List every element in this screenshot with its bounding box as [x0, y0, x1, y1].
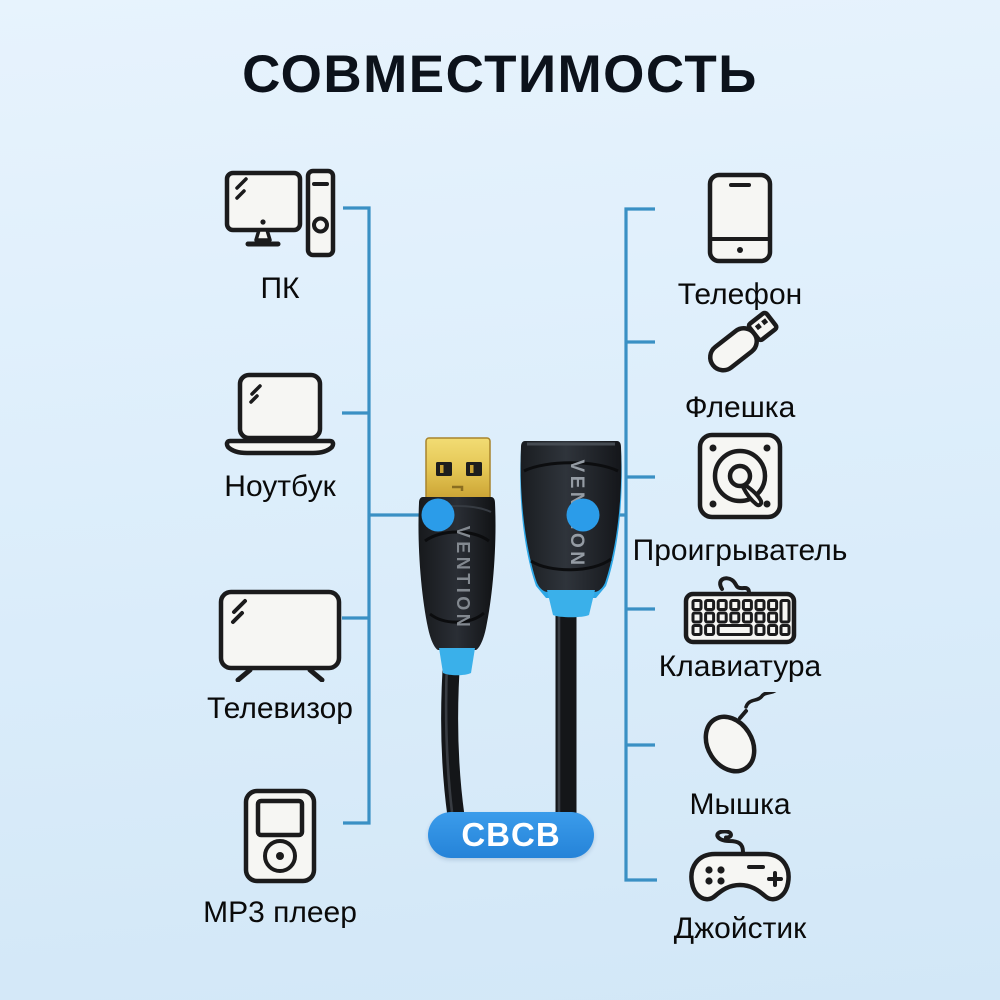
- device-laptop: Ноутбук: [195, 372, 365, 503]
- tv-icon: [218, 589, 342, 682]
- device-label: Клавиатура: [658, 650, 822, 683]
- device-label: Флешка: [684, 391, 796, 424]
- device-player: Проигрыватель: [632, 432, 848, 567]
- device-label: Проигрыватель: [632, 534, 848, 567]
- device-label: Телефон: [677, 278, 803, 311]
- right-trunk-line: [624, 207, 657, 882]
- connection-dot-left: [421, 498, 455, 532]
- device-flash-drive: Флешка: [635, 303, 845, 424]
- device-label: MP3 плеер: [203, 896, 357, 929]
- keyboard-icon: [683, 576, 797, 645]
- usb-male-connector: VENTION: [418, 437, 496, 676]
- device-phone: Телефон: [635, 172, 845, 311]
- device-label: Мышка: [689, 788, 791, 821]
- device-pc: ПК: [195, 168, 365, 305]
- device-keyboard: Клавиатура: [635, 575, 845, 683]
- hdd-icon: [697, 432, 783, 520]
- mouse-icon: [703, 692, 777, 774]
- desktop-pc-icon: [224, 168, 336, 258]
- device-label: Телевизор: [206, 692, 353, 725]
- usb-flash-icon: [707, 310, 779, 373]
- device-label: Джойстик: [673, 912, 807, 945]
- laptop-icon: [224, 372, 336, 456]
- page-title: СОВМЕСТИМОСТЬ: [242, 45, 758, 104]
- phone-icon: [707, 172, 773, 264]
- device-joystick: Джойстик: [635, 830, 845, 945]
- connection-dot-right: [566, 498, 600, 532]
- device-mp3-player: MP3 плеер: [195, 788, 365, 929]
- device-mouse: Мышка: [635, 692, 845, 821]
- brand-text-male: VENTION: [453, 526, 473, 631]
- device-tv: Телевизор: [195, 586, 365, 725]
- device-label: Ноутбук: [224, 470, 336, 503]
- mp3-player-icon: [243, 788, 317, 884]
- usb-female-connector: VENTION: [520, 441, 622, 618]
- device-label: ПК: [260, 272, 300, 305]
- model-badge: CBCB: [428, 812, 594, 858]
- gamepad-icon: [689, 830, 791, 902]
